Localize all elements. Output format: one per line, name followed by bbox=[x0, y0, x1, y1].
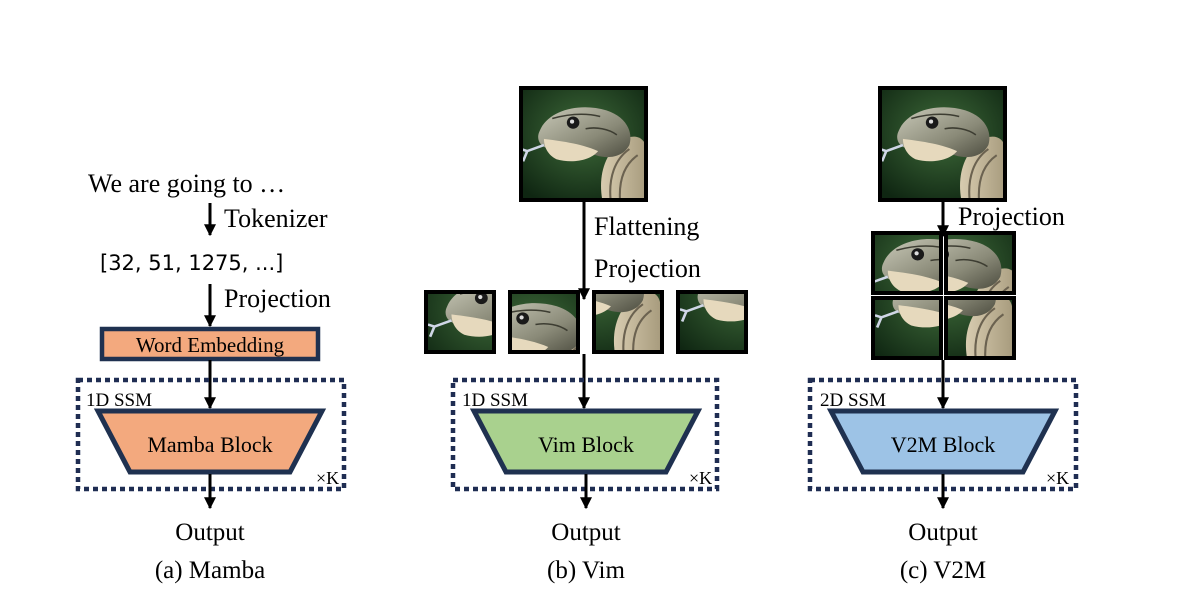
ssm-label: 2D SSM bbox=[820, 390, 886, 411]
panel-v2m: Projection 2D SSM V2M Block ×K Output (c… bbox=[807, 86, 1079, 584]
patch-2 bbox=[508, 290, 580, 354]
patch-4 bbox=[676, 290, 748, 354]
mamba-block-label: Mamba Block bbox=[147, 432, 272, 457]
patch-top-left bbox=[871, 231, 943, 295]
input-sentence: We are going to … bbox=[88, 169, 285, 198]
v2m-block-label: V2M Block bbox=[891, 432, 996, 457]
word-embedding-box bbox=[99, 326, 321, 362]
caption-mamba: (a) Mamba bbox=[155, 557, 265, 584]
ssm-label: 1D SSM bbox=[86, 390, 152, 411]
vim-block-shape bbox=[469, 408, 703, 475]
vim-block-label: Vim Block bbox=[538, 432, 634, 457]
projection-label: Projection bbox=[958, 202, 1065, 231]
patch-1 bbox=[424, 290, 496, 354]
panel-mamba: We are going to … Tokenizer [32, 51, 127… bbox=[75, 169, 347, 584]
repeat-k-label: ×K bbox=[316, 468, 339, 488]
patch-grid-2x2 bbox=[871, 231, 1016, 360]
word-embedding-label: Word Embedding bbox=[136, 333, 285, 357]
mamba-block-shape bbox=[93, 408, 327, 475]
caption-v2m: (c) V2M bbox=[900, 557, 986, 584]
output-label: Output bbox=[175, 519, 245, 546]
token-ids: [32, 51, 1275, ...] bbox=[100, 251, 283, 275]
ssm-label: 1D SSM bbox=[462, 390, 528, 411]
projection-label: Projection bbox=[224, 284, 331, 313]
input-image-frame bbox=[519, 86, 648, 202]
flattening-label: Flattening bbox=[594, 212, 699, 241]
input-image-frame bbox=[878, 86, 1007, 202]
patch-3 bbox=[592, 290, 664, 354]
patch-bottom-right bbox=[944, 296, 1016, 360]
input-image bbox=[521, 88, 647, 200]
output-label: Output bbox=[908, 519, 978, 546]
patch-bottom-left bbox=[871, 296, 943, 360]
input-image bbox=[880, 88, 1006, 200]
v2m-block-shape bbox=[826, 408, 1060, 475]
tokenizer-label: Tokenizer bbox=[224, 204, 328, 233]
patch-top-right bbox=[944, 231, 1016, 295]
repeat-k-label: ×K bbox=[1046, 468, 1069, 488]
projection-label: Projection bbox=[594, 254, 701, 283]
panel-vim: Flattening Projection 1D SSM Vim Block ×… bbox=[424, 86, 748, 584]
caption-vim: (b) Vim bbox=[547, 557, 625, 584]
output-label: Output bbox=[551, 519, 621, 546]
repeat-k-label: ×K bbox=[689, 468, 712, 488]
